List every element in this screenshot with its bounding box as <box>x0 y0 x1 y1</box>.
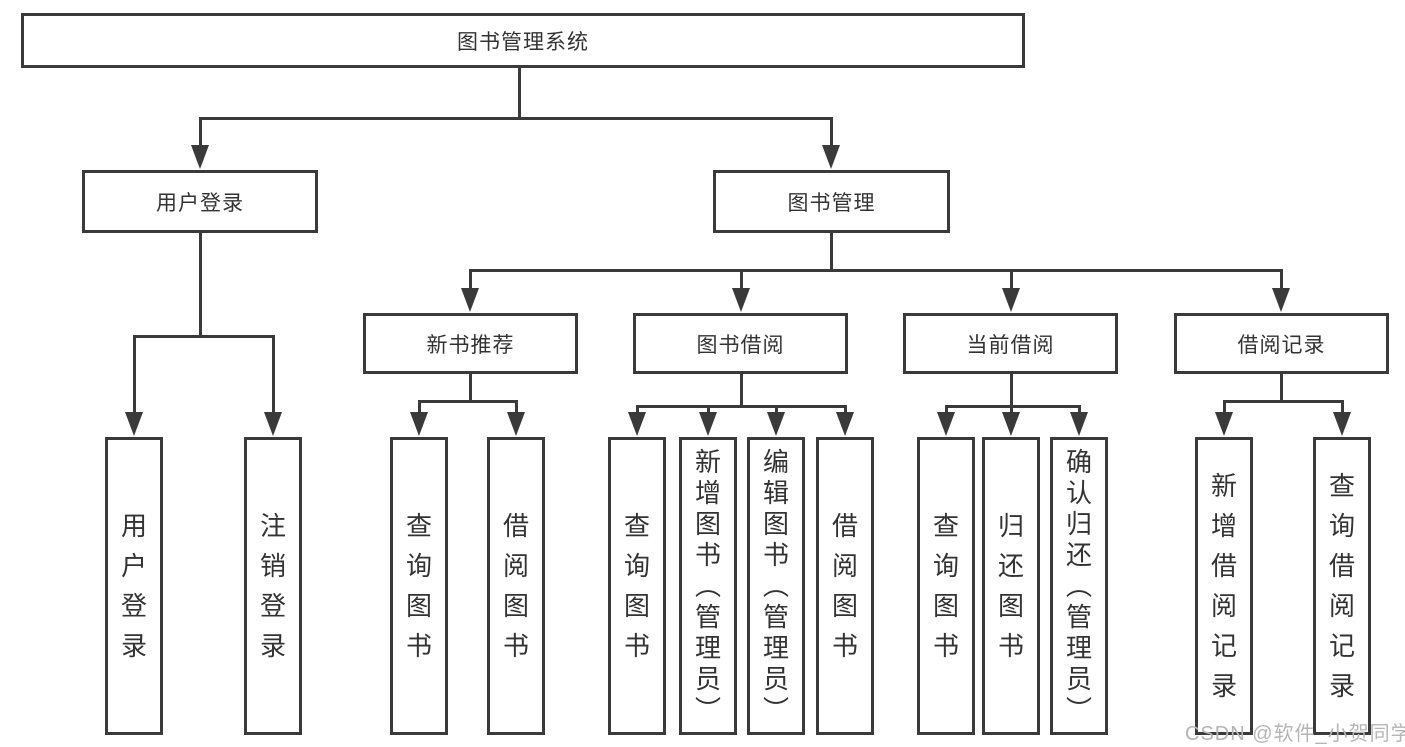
vertical-label: 查询借阅记录 <box>1328 471 1355 701</box>
vertical-label: 编辑图书︵管理员︶ <box>762 446 789 725</box>
connector-hline <box>198 116 833 120</box>
arrow-down-icon <box>1070 412 1088 436</box>
connector-vline <box>843 406 847 415</box>
leaf-confirm-return-admin: 确认归还︵管理员︶ <box>1050 437 1108 735</box>
leaf-query-books-borrow: 查询图书 <box>608 437 666 735</box>
vertical-label: 归还图书 <box>997 511 1024 661</box>
connector-vline <box>517 68 521 118</box>
vertical-label: 用户登录 <box>120 511 147 661</box>
arrow-down-icon <box>461 288 479 312</box>
arrow-down-icon <box>1272 288 1290 312</box>
connector-hline <box>635 404 847 408</box>
connector-vline <box>198 118 202 148</box>
connector-hline <box>417 399 518 403</box>
arrow-down-icon <box>732 288 750 312</box>
arrow-down-icon <box>1002 412 1020 436</box>
connector-vline <box>1009 270 1013 291</box>
connector-vline <box>468 270 472 291</box>
connector-vline <box>635 406 639 415</box>
leaf-logout: 注销登录 <box>244 437 302 735</box>
arrow-down-icon <box>836 412 854 436</box>
leaf-query-books-current: 查询图书 <box>917 437 975 735</box>
connector-vline <box>944 406 948 415</box>
connector-vline <box>271 336 275 415</box>
connector-vline <box>417 401 421 415</box>
node-user-login: 用户登录 <box>82 170 318 233</box>
connector-vline <box>468 374 472 401</box>
leaf-edit-books-admin: 编辑图书︵管理员︶ <box>747 437 805 735</box>
connector-vline <box>739 374 743 406</box>
leaf-add-borrow-record: 新增借阅记录 <box>1195 437 1253 735</box>
connector-vline <box>1279 374 1283 401</box>
csdn-watermark: CSDN @软件_小贺同学 <box>1185 723 1405 745</box>
vertical-label: 查询图书 <box>623 511 650 661</box>
leaf-query-books-recommend: 查询图书 <box>390 437 448 735</box>
connector-vline <box>1279 270 1283 291</box>
connector-vline <box>1009 374 1013 406</box>
arrow-down-icon <box>1215 412 1233 436</box>
node-new-book-recommend: 新书推荐 <box>363 313 578 374</box>
vertical-label: 确认归还︵管理员︶ <box>1065 446 1092 725</box>
connector-hline <box>132 334 275 338</box>
arrow-down-icon <box>264 412 282 436</box>
arrow-down-icon <box>125 412 143 436</box>
connector-vline <box>1222 401 1226 415</box>
connector-vline <box>132 336 136 415</box>
connector-vline <box>1340 401 1344 415</box>
vertical-label: 查询图书 <box>932 511 959 661</box>
leaf-user-login: 用户登录 <box>105 437 163 735</box>
node-borrow-records: 借阅记录 <box>1174 313 1389 374</box>
vertical-label: 新增图书︵管理员︶ <box>694 446 721 725</box>
node-book-borrow: 图书借阅 <box>633 313 848 374</box>
leaf-borrow-books-borrow: 借阅图书 <box>816 437 874 735</box>
connector-vline <box>739 270 743 291</box>
arrow-down-icon <box>410 412 428 436</box>
node-library-management-system: 图书管理系统 <box>21 13 1025 68</box>
arrow-down-icon <box>767 412 785 436</box>
connector-vline <box>1077 406 1081 415</box>
vertical-label: 借阅图书 <box>831 511 858 661</box>
connector-hline <box>1222 399 1344 403</box>
connector-vline <box>829 233 833 270</box>
node-current-borrow: 当前借阅 <box>903 313 1118 374</box>
arrow-down-icon <box>699 412 717 436</box>
connector-vline <box>198 233 202 336</box>
leaf-return-books: 归还图书 <box>982 437 1040 735</box>
connector-vline <box>774 406 778 415</box>
leaf-query-borrow-record: 查询借阅记录 <box>1313 437 1371 735</box>
arrow-down-icon <box>1333 412 1351 436</box>
arrow-down-icon <box>1002 288 1020 312</box>
vertical-label: 借阅图书 <box>502 511 529 661</box>
arrow-down-icon <box>628 412 646 436</box>
connector-vline <box>514 401 518 415</box>
connector-vline <box>706 406 710 415</box>
arrow-down-icon <box>191 145 209 169</box>
arrow-down-icon <box>507 412 525 436</box>
node-book-management: 图书管理 <box>713 170 950 233</box>
connector-vline <box>1009 406 1013 415</box>
connector-hline <box>468 268 1283 272</box>
connector-vline <box>829 118 833 148</box>
vertical-label: 查询图书 <box>405 511 432 661</box>
arrow-down-icon <box>822 145 840 169</box>
arrow-down-icon <box>937 412 955 436</box>
leaf-add-books-admin: 新增图书︵管理员︶ <box>679 437 737 735</box>
vertical-label: 新增借阅记录 <box>1210 471 1237 701</box>
leaf-borrow-books-recommend: 借阅图书 <box>487 437 545 735</box>
connector-hline <box>944 404 1081 408</box>
vertical-label: 注销登录 <box>259 511 286 661</box>
